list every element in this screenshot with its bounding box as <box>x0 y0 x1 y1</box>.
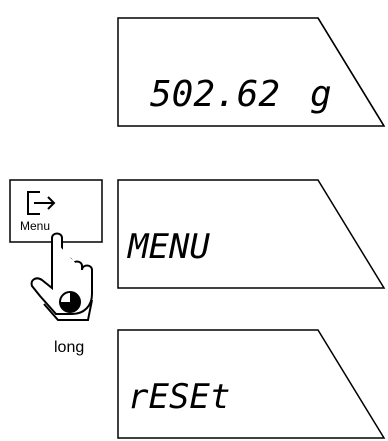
pointing-hand-icon <box>30 232 93 321</box>
display-2-readout: MENU <box>127 227 210 267</box>
display-panel-1: 502.62 g <box>117 17 386 127</box>
menu-key-label: Menu <box>20 219 50 233</box>
display-panel-3: rESEt <box>117 329 386 439</box>
display-1-unit: g <box>310 74 332 115</box>
arrow-into-box-icon <box>27 191 56 215</box>
display-3-readout: rESEt <box>128 377 230 417</box>
long-press-label: long <box>54 339 84 356</box>
display-1-readout: 502.62 <box>150 74 280 115</box>
display-panel-2: MENU <box>117 179 386 289</box>
